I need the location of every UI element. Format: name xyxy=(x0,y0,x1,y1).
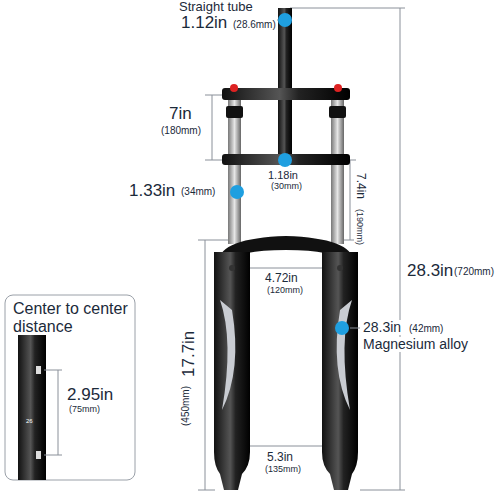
dimension-label: (180mm) xyxy=(160,125,202,136)
dimension-label: 17.7in xyxy=(180,330,199,378)
dimension-label: (450mm) xyxy=(180,385,191,427)
dimension-label: 1.33in xyxy=(128,182,176,201)
dimension-label: 5.3in xyxy=(266,451,294,464)
dimension-label: 7in xyxy=(168,105,193,124)
dimension-label: Center to center distance xyxy=(12,300,132,335)
dimension-label: (720mm) xyxy=(453,266,495,277)
dimension-label: (135mm) xyxy=(264,465,302,475)
dimension-label: (28.6mm) xyxy=(232,19,277,30)
dimension-label: (34mm) xyxy=(180,186,216,197)
dimension-label: (190mm) xyxy=(354,208,364,246)
dimension-label: 2.95in xyxy=(66,386,114,405)
dimension-label: 4.72in xyxy=(264,272,299,285)
dimension-label: (42mm) xyxy=(408,323,444,334)
dimension-label: Magnesium alloy xyxy=(362,337,469,352)
dimension-label: 1.12in xyxy=(180,14,228,33)
dimension-label: (30mm) xyxy=(270,182,303,192)
dimension-label: 7.4in xyxy=(354,172,367,200)
dimension-label: 26 xyxy=(25,418,34,425)
dimension-label: Straight tube xyxy=(178,0,254,14)
dimension-label: 28.3in xyxy=(406,262,454,281)
dimension-label: 1.18in xyxy=(267,169,299,181)
dimension-label: 28.3in xyxy=(362,320,402,335)
dimension-label: (75mm) xyxy=(68,405,101,415)
dimension-label: (120mm) xyxy=(266,286,304,296)
